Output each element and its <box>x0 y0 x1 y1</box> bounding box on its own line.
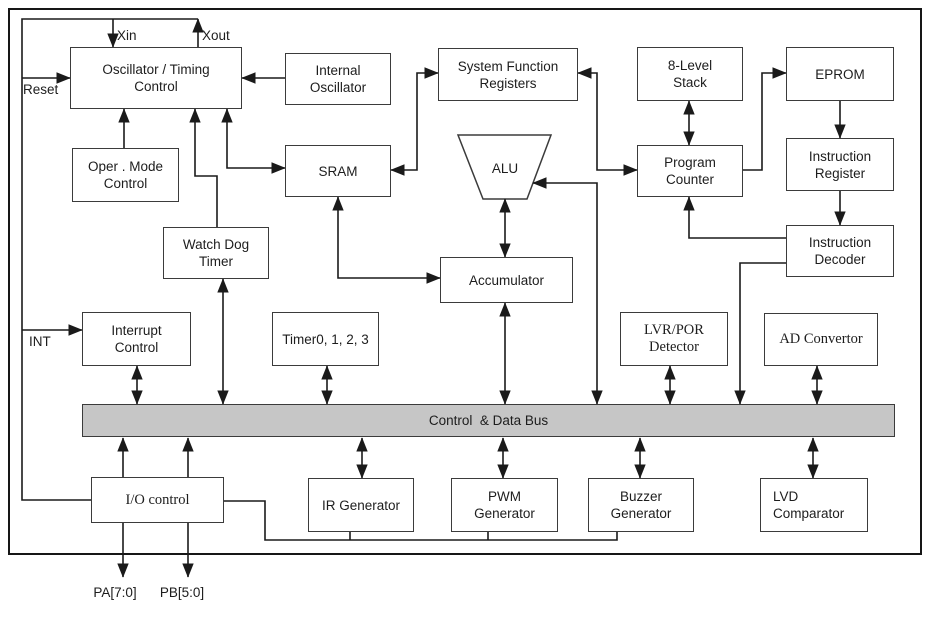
pin-label-xin: Xin <box>117 28 137 43</box>
block-sram: SRAM <box>285 145 391 197</box>
block-watch-dog-timer: Watch Dog Timer <box>163 227 269 279</box>
block-eprom: EPROM <box>786 47 894 101</box>
block-8-level-stack: 8-Level Stack <box>637 47 743 101</box>
block-instruction-decoder: Instruction Decoder <box>786 225 894 277</box>
block-ad-convertor: AD Convertor <box>764 313 878 366</box>
block-accumulator: Accumulator <box>440 257 573 303</box>
block-lvd-comparator: LVD Comparator <box>760 478 868 532</box>
pin-label-pa70: PA[7:0] <box>93 585 137 600</box>
block-program-counter: Program Counter <box>637 145 743 197</box>
block-ir-generator: IR Generator <box>308 478 414 532</box>
block-oper-mode-control: Oper . Mode Control <box>72 148 179 202</box>
pin-label-int: INT <box>29 334 51 349</box>
block-interrupt-control: Interrupt Control <box>82 312 191 366</box>
block-pwm-generator: PWM Generator <box>451 478 558 532</box>
block-internal-oscillator: Internal Oscillator <box>285 53 391 105</box>
control-data-bus: Control & Data Bus <box>82 404 895 437</box>
block-oscillator-timing-control: Oscillator / Timing Control <box>70 47 242 109</box>
block-instruction-register: Instruction Register <box>786 138 894 191</box>
pin-label-xout: Xout <box>202 28 230 43</box>
block-io-control: I/O control <box>91 477 224 523</box>
block-lvr-por-detector: LVR/POR Detector <box>620 312 728 366</box>
pin-label-pb50: PB[5:0] <box>159 585 205 600</box>
pin-label-reset: Reset <box>23 82 59 97</box>
block-system-function-registers: System Function Registers <box>438 48 578 101</box>
block-alu-label: ALU <box>491 161 519 176</box>
block-buzzer-generator: Buzzer Generator <box>588 478 694 532</box>
block-timer0123: Timer0, 1, 2, 3 <box>272 312 379 366</box>
